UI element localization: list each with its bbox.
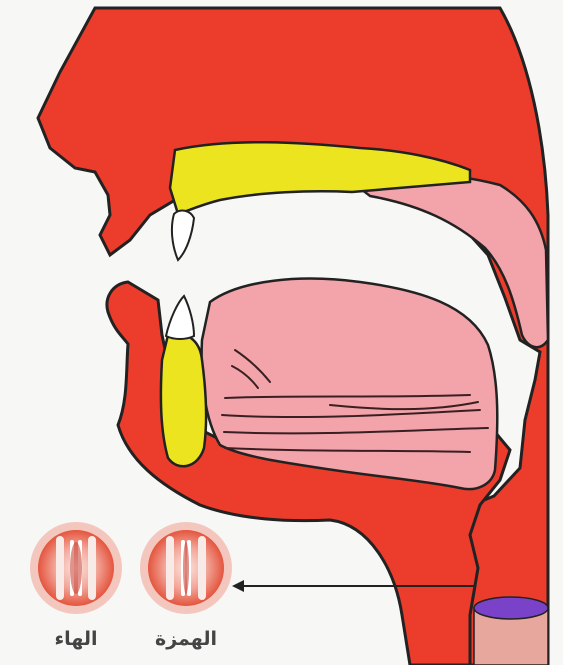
upper-tooth: [172, 211, 194, 260]
larynx-view-hamza: [140, 522, 232, 614]
larynx-view-haa: [30, 522, 122, 614]
mandible-bone: [161, 334, 206, 467]
lower-tooth: [166, 296, 194, 339]
larynx-cylinder: [474, 597, 548, 665]
label-hamza: الهمزة: [131, 628, 241, 650]
label-haa: الهاء: [21, 628, 131, 650]
